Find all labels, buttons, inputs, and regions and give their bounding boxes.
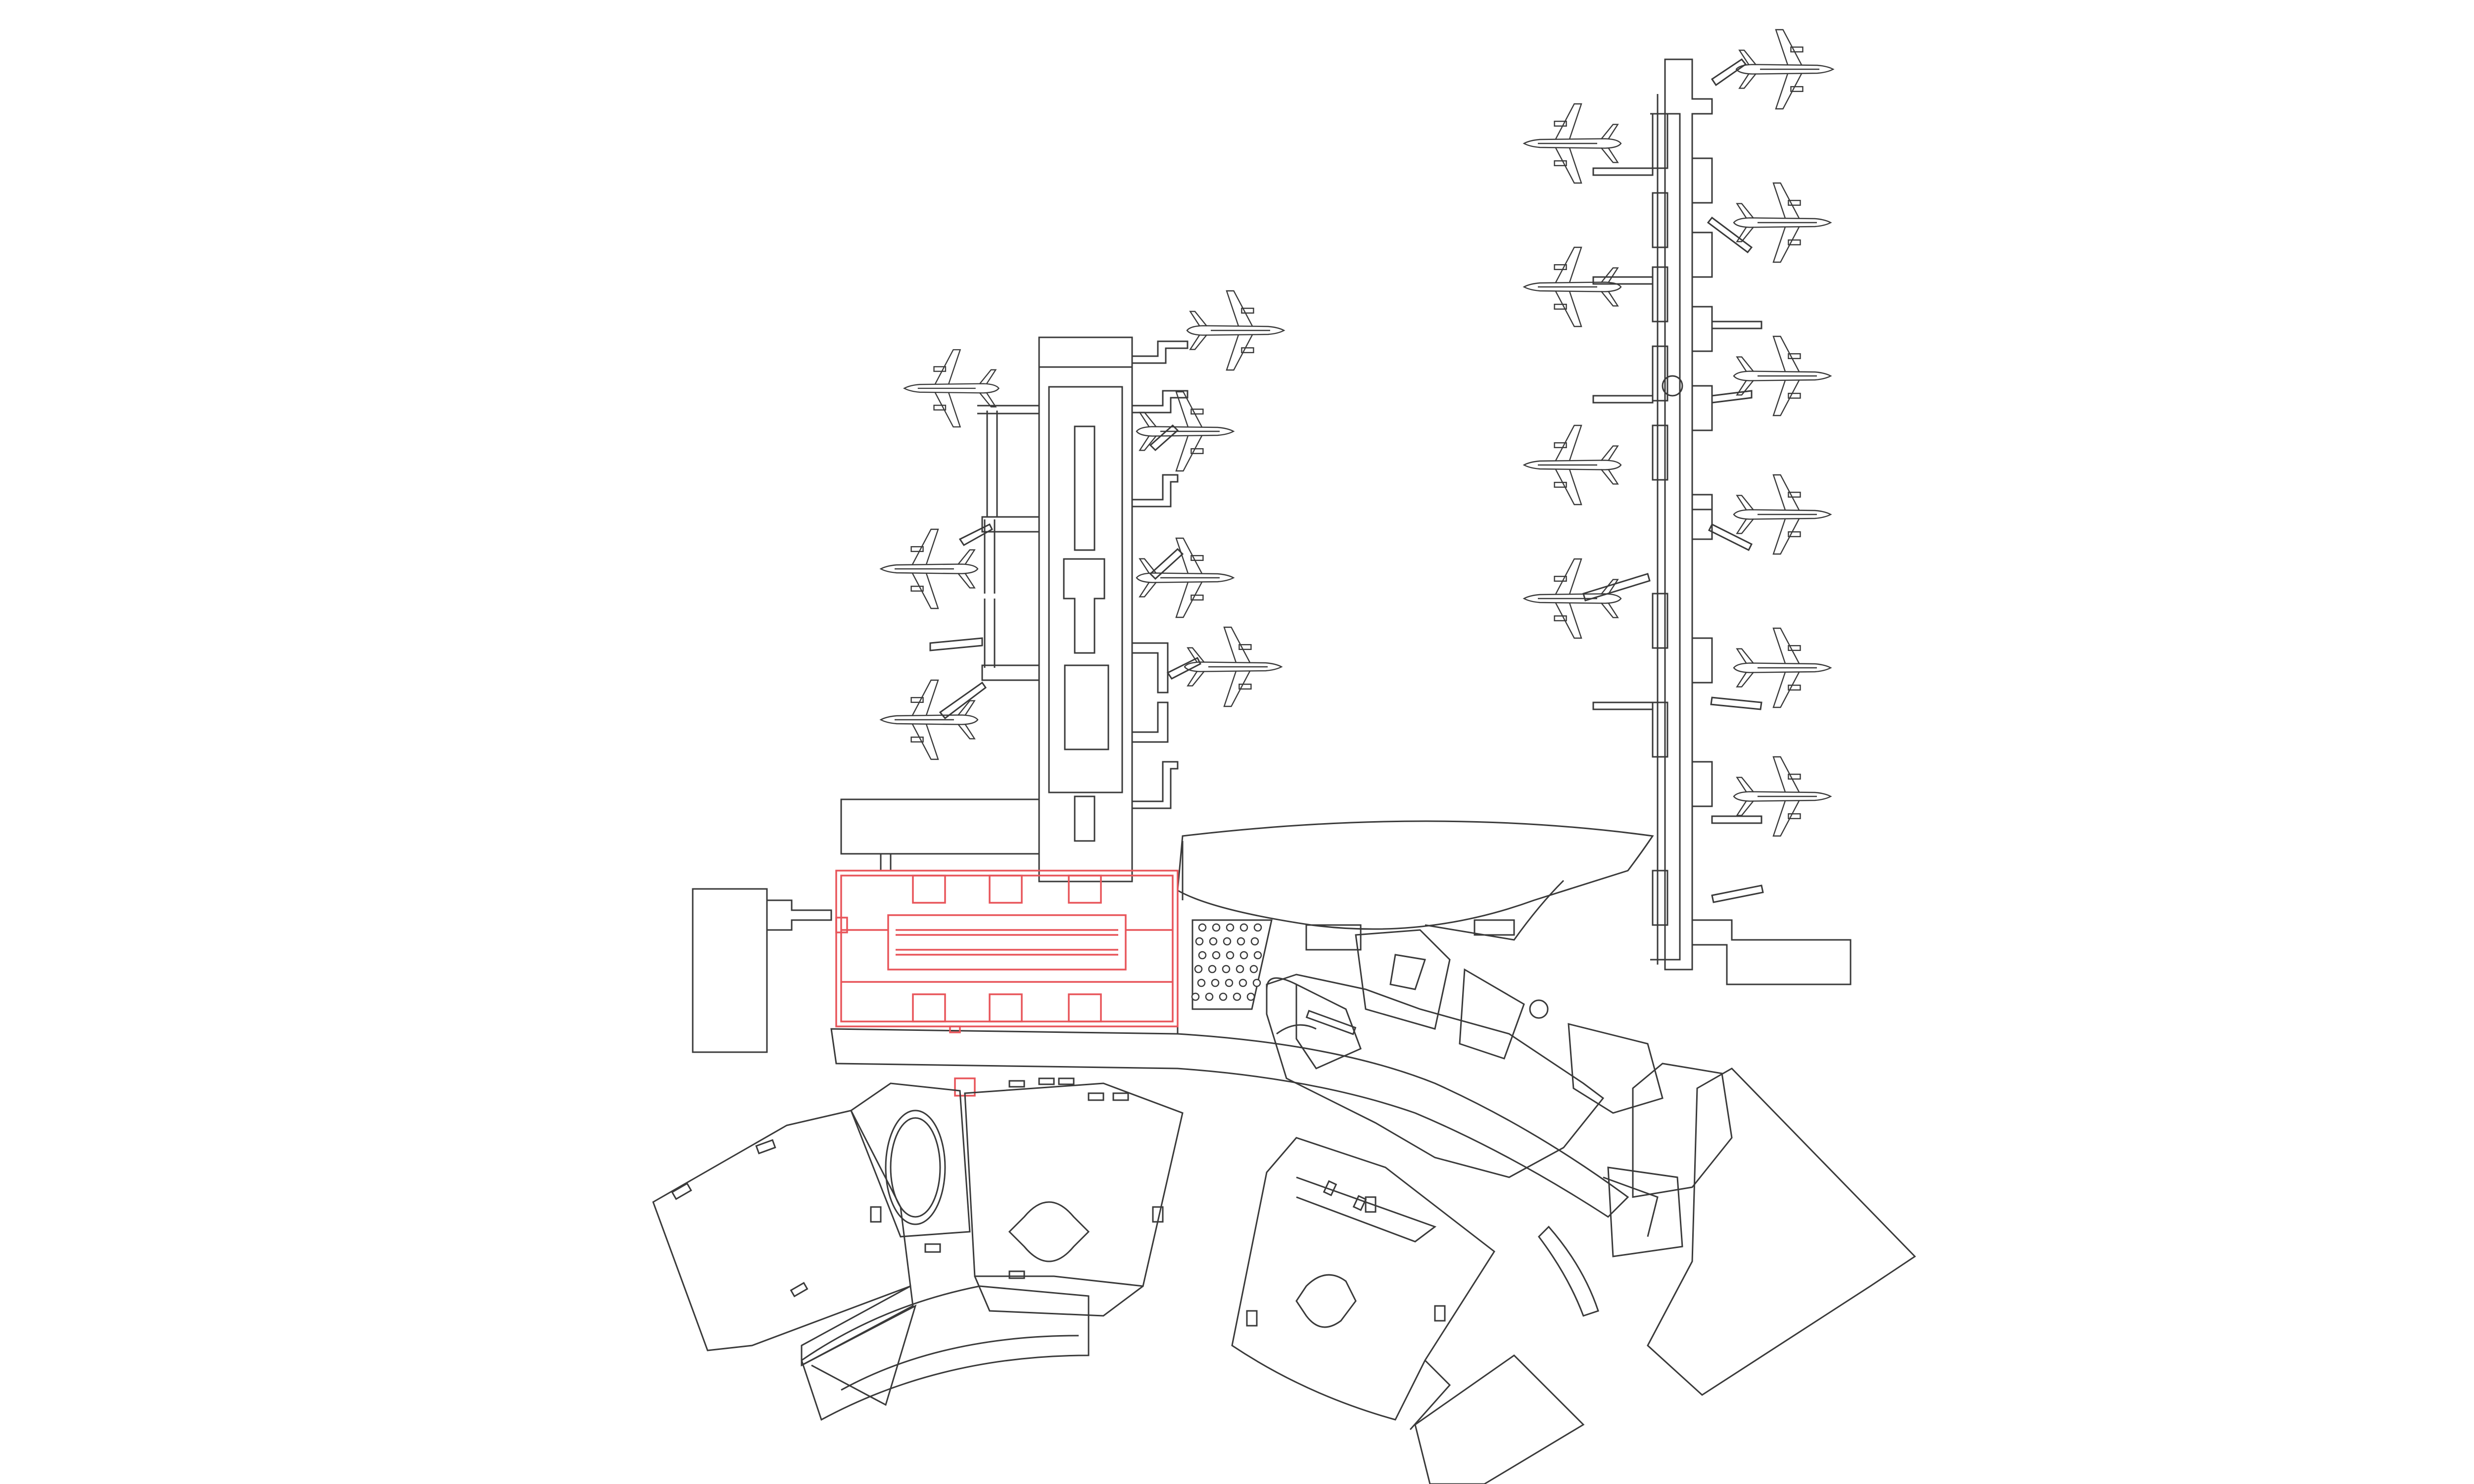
landside-buildings bbox=[652, 929, 1916, 1484]
central-terminal bbox=[692, 798, 1654, 1218]
east-aircraft bbox=[1523, 29, 1834, 837]
perforated-panel bbox=[1191, 923, 1262, 1001]
terminal-security-hall[interactable] bbox=[835, 870, 1179, 1097]
east-pier bbox=[1582, 58, 1852, 985]
west-pier bbox=[977, 336, 1189, 882]
west-jet-bridges bbox=[929, 424, 1202, 720]
west-aircraft bbox=[880, 290, 1285, 760]
landside-details bbox=[671, 919, 1515, 1327]
